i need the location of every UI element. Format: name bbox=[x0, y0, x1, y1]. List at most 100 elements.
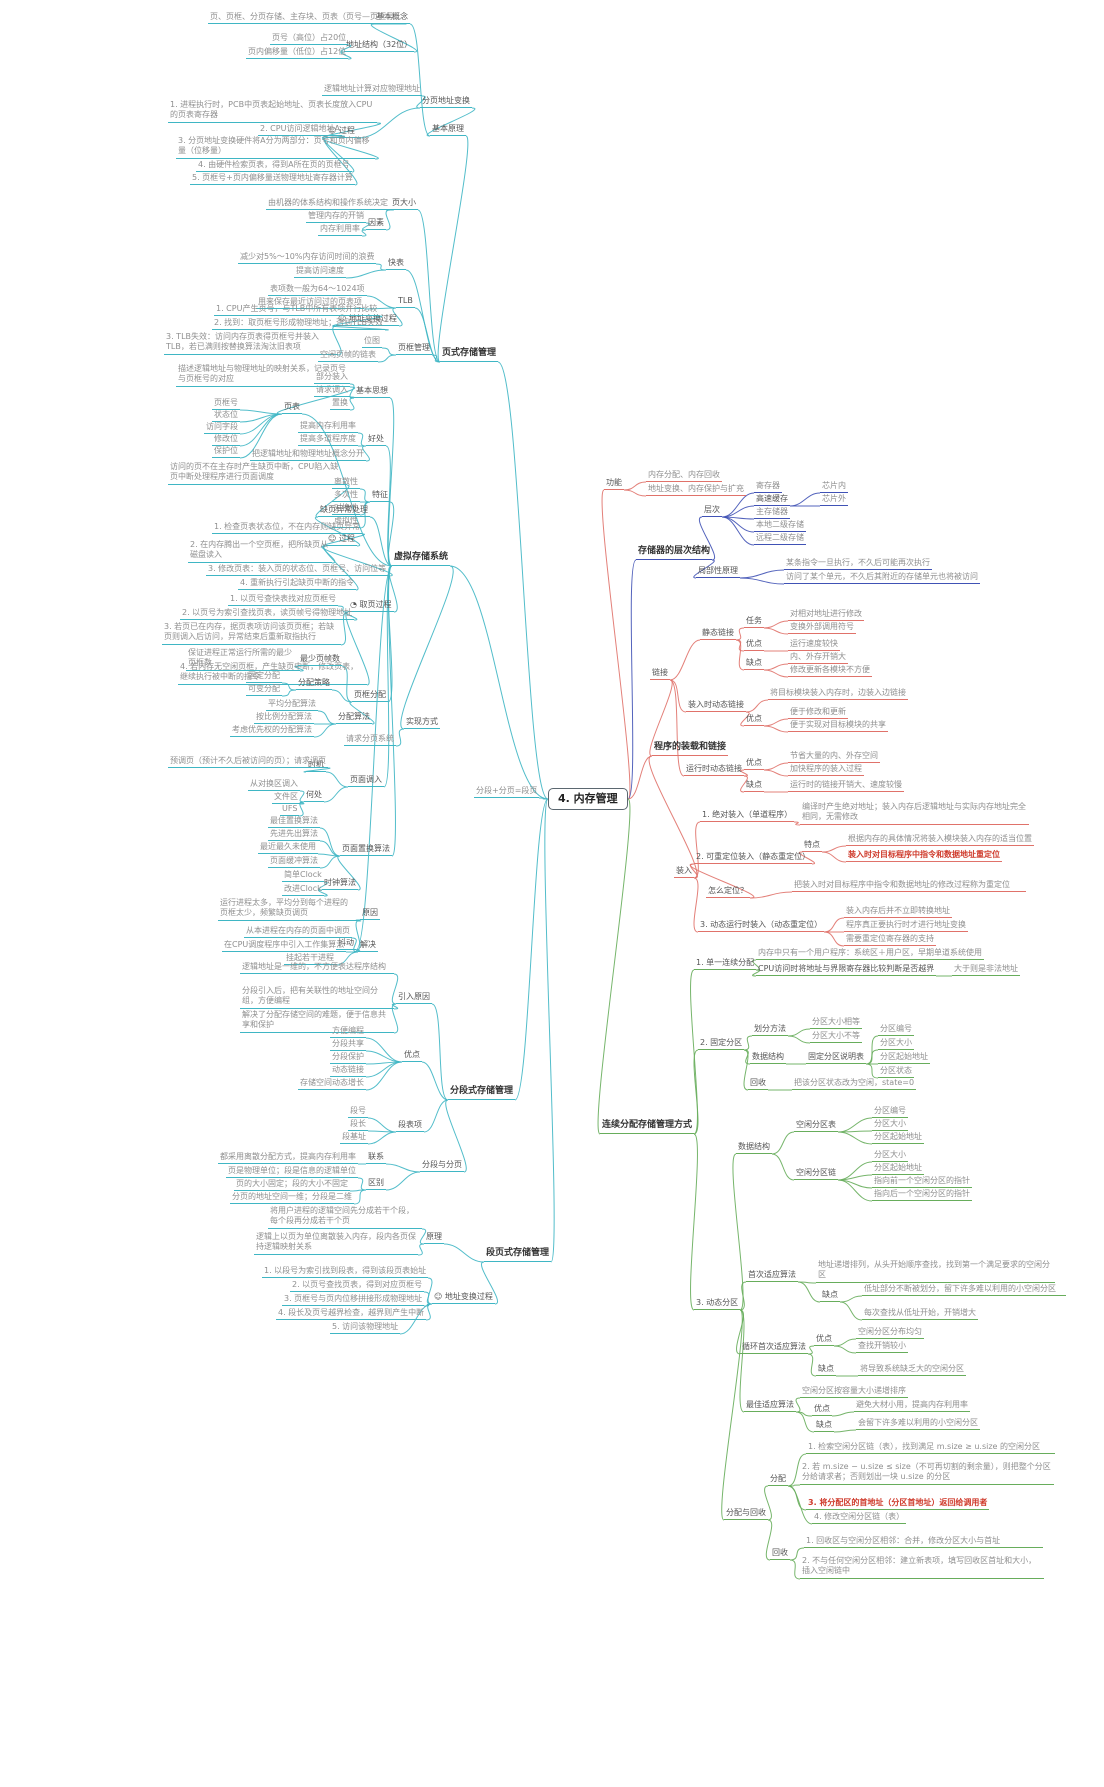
mindmap-node[interactable]: 修改更新各模块不方便 bbox=[788, 665, 872, 678]
mindmap-node[interactable]: 1. 检查页表状态位，不在内存则缺页异常 bbox=[212, 522, 363, 535]
mindmap-node[interactable]: 页框号 bbox=[212, 398, 240, 411]
mindmap-node[interactable]: 特征 bbox=[370, 490, 390, 503]
mindmap-node[interactable]: 缺点 bbox=[744, 658, 764, 671]
mindmap-node[interactable]: 原理 bbox=[424, 1232, 444, 1245]
mindmap-node[interactable]: 页号（高位）占20位 bbox=[270, 33, 349, 46]
mindmap-node[interactable]: 特点 bbox=[802, 840, 822, 853]
mindmap-node[interactable]: 空闲分区分布均匀 bbox=[856, 1327, 924, 1340]
mindmap-node[interactable]: 页的大小固定；段的大小不固定 bbox=[234, 1179, 350, 1192]
mindmap-node[interactable]: UFS bbox=[280, 804, 300, 817]
mindmap-node[interactable]: 最佳适应算法 bbox=[744, 1400, 796, 1413]
mindmap-node[interactable]: 远程二级存储 bbox=[754, 533, 806, 546]
mindmap-node[interactable]: 何处 bbox=[304, 790, 324, 803]
mindmap-node[interactable]: 优点 bbox=[744, 758, 764, 771]
mindmap-node[interactable]: 抖动 bbox=[336, 938, 356, 951]
mindmap-node[interactable]: 逻辑上以页为单位离散装入内存，段内各页保持逻辑映射关系 bbox=[254, 1232, 418, 1255]
mindmap-node[interactable]: 优点 bbox=[812, 1404, 832, 1417]
mindmap-node[interactable]: ☺ 地址变换过程 bbox=[336, 314, 399, 327]
mindmap-node[interactable]: 保证进程正常运行所需的最少页框数 bbox=[186, 648, 300, 671]
mindmap-node[interactable]: 每次查找从低址开始，开销增大 bbox=[862, 1308, 978, 1321]
mindmap-node[interactable]: 页表 bbox=[282, 402, 302, 415]
mindmap-node[interactable]: 芯片外 bbox=[820, 494, 848, 507]
mindmap-node[interactable]: 3. 页框号与页内位移拼接形成物理地址 bbox=[282, 1294, 425, 1307]
mindmap-node[interactable]: 3. 动态运行时装入（动态重定位） bbox=[698, 920, 825, 933]
mindmap-node[interactable]: 3. 修改页表：装入页的状态位、页框号、访问位等 bbox=[206, 564, 389, 577]
mindmap-node[interactable]: 将目标模块装入内存时，边装入边链接 bbox=[768, 688, 908, 701]
mindmap-node[interactable]: 段长 bbox=[348, 1119, 368, 1132]
branch-virtual-memory[interactable]: 虚拟存储系统 bbox=[392, 552, 451, 566]
mindmap-node[interactable]: 把装入时对目标程序中指令和数据地址的修改过程称为重定位 bbox=[792, 880, 1026, 893]
mindmap-node[interactable]: 好处 bbox=[366, 434, 386, 447]
mindmap-node[interactable]: 位图 bbox=[362, 336, 382, 349]
mindmap-node[interactable]: 基本思想 bbox=[354, 386, 390, 399]
mindmap-node[interactable]: 层次 bbox=[702, 505, 722, 518]
mindmap-node[interactable]: 区别 bbox=[366, 1178, 386, 1191]
mindmap-node[interactable]: 1. 绝对装入（单道程序） bbox=[700, 810, 795, 823]
mindmap-node[interactable]: 4. 修改空闲分区链（表） bbox=[812, 1512, 907, 1525]
mindmap-node[interactable]: 提高多道程序度 bbox=[298, 434, 358, 447]
mindmap-node[interactable]: 3. 分页地址变换硬件将A分为两部分：页号和页内偏移量（位移量） bbox=[176, 136, 375, 159]
mindmap-node[interactable]: 在CPU调度程序中引入工作集算法 bbox=[222, 940, 347, 953]
mindmap-node[interactable]: 2. 找到：取页框号形成物理地址；否则TLB失效 bbox=[212, 318, 386, 331]
mindmap-node[interactable]: 管理内存的开销 bbox=[306, 211, 366, 224]
mindmap-node[interactable]: 将导致系统缺乏大的空闲分区 bbox=[858, 1364, 966, 1377]
mindmap-node[interactable]: 分区大小 bbox=[878, 1038, 914, 1051]
mindmap-node[interactable]: 快表 bbox=[386, 258, 406, 271]
mindmap-node[interactable]: 节省大量的内、外存空间 bbox=[788, 751, 880, 764]
mindmap-node[interactable]: 运行进程太多，平均分到每个进程的页框太少，频繁缺页调页 bbox=[218, 898, 357, 921]
mindmap-node[interactable]: 3. 将分配区的首地址（分区首地址）返回给调用者 bbox=[806, 1498, 990, 1511]
mindmap-node[interactable]: 静态链接 bbox=[700, 628, 736, 641]
mindmap-node[interactable]: 离散性 bbox=[332, 477, 360, 490]
branch-functions[interactable]: 功能 bbox=[604, 478, 624, 491]
mindmap-node[interactable]: 访问字段 bbox=[204, 422, 240, 435]
mindmap-node[interactable]: 基本原理 bbox=[430, 124, 466, 137]
mindmap-node[interactable]: 逻辑地址是一维的，不方便表达程序结构 bbox=[240, 962, 394, 975]
mindmap-node[interactable]: 加快程序的装入过程 bbox=[788, 764, 864, 777]
mindmap-node[interactable]: 分区大小 bbox=[872, 1119, 908, 1132]
mindmap-node[interactable]: 内存中只有一个用户程序：系统区＋用户区，早期单道系统使用 bbox=[756, 948, 984, 961]
mindmap-node[interactable]: 4. 由硬件检索页表，得到A所在页的页框号 bbox=[196, 160, 352, 173]
mindmap-node[interactable]: 引入原因 bbox=[396, 992, 432, 1005]
mindmap-node[interactable]: 本地二级存储 bbox=[754, 520, 806, 533]
mindmap-node[interactable]: 怎么定位？ bbox=[706, 886, 750, 899]
mindmap-node[interactable]: 分配与回收 bbox=[724, 1508, 768, 1521]
mindmap-node[interactable]: 对换性 bbox=[332, 503, 360, 516]
mindmap-node[interactable]: 段表项 bbox=[396, 1120, 424, 1133]
mindmap-node[interactable]: 划分方法 bbox=[752, 1024, 788, 1037]
mindmap-node[interactable]: 1. 检索空闲分区链（表），找到满足 m.size ≥ u.size 的空闲分区 bbox=[806, 1442, 1055, 1455]
mindmap-node[interactable]: 2. 不与任何空闲分区相邻：建立新表项，填写回收区首址和大小，插入空闲链中 bbox=[800, 1556, 1044, 1579]
mindmap-node[interactable]: 低址部分不断被划分，留下许多难以利用的小空闲分区 bbox=[862, 1284, 1066, 1297]
mindmap-node[interactable]: 把该分区状态改为空闲，state=0 bbox=[792, 1078, 917, 1091]
mindmap-node[interactable]: 需要重定位寄存器的支持 bbox=[844, 934, 936, 947]
mindmap-node[interactable]: 1. 以段号为索引找到段表，得到该段页表始址 bbox=[262, 1266, 429, 1279]
mindmap-node[interactable]: 芯片内 bbox=[820, 481, 848, 494]
branch-segment-paging[interactable]: 段页式存储管理 bbox=[484, 1248, 552, 1262]
mindmap-node[interactable]: 地址变换、内存保护与扩充 bbox=[646, 484, 746, 497]
mindmap-node[interactable]: 首次适应算法 bbox=[746, 1270, 798, 1283]
mindmap-node[interactable]: 缺点 bbox=[816, 1364, 836, 1377]
mindmap-node[interactable]: 将用户进程的逻辑空间先分成若干个段，每个段再分成若干个页 bbox=[268, 1206, 422, 1229]
mindmap-node[interactable]: 装入 bbox=[674, 866, 694, 879]
mindmap-node[interactable]: 页、页框、分页存储、主存块、页表（页号—页框号） bbox=[208, 12, 404, 25]
mindmap-node[interactable]: 链接 bbox=[650, 668, 670, 681]
mindmap-node[interactable]: CPU访问时将地址与界限寄存器比较判断是否越界 bbox=[756, 964, 937, 977]
mindmap-node[interactable]: 分段引入后，把有关联性的地址空间分组，方便编程 bbox=[240, 986, 394, 1009]
mindmap-node[interactable]: 访问了某个单元，不久后其附近的存储单元也将被访问 bbox=[784, 572, 980, 585]
mindmap-node[interactable]: 运行时动态链接 bbox=[684, 764, 744, 777]
mindmap-node[interactable]: 优点 bbox=[744, 714, 764, 727]
mindmap-node[interactable]: 数据结构 bbox=[736, 1142, 772, 1155]
mindmap-node[interactable]: 优点 bbox=[744, 639, 764, 652]
mindmap-node[interactable]: 查找开销较小 bbox=[856, 1341, 908, 1354]
mindmap-node[interactable]: ☺ 过程 bbox=[326, 126, 357, 139]
mindmap-node[interactable]: 高速缓存 bbox=[754, 494, 790, 507]
mindmap-node[interactable]: 挂起若干进程 bbox=[284, 953, 336, 966]
mindmap-node[interactable]: 动态链接 bbox=[330, 1065, 366, 1078]
mindmap-node[interactable]: 多次性 bbox=[332, 490, 360, 503]
mindmap-node[interactable]: 1. 以页号查快表找对应页框号 bbox=[228, 594, 339, 607]
mindmap-node[interactable]: 分区状态 bbox=[878, 1066, 914, 1079]
mindmap-node[interactable]: 编译时产生绝对地址；装入内存后逻辑地址与实际内存地址完全相同，无需修改 bbox=[800, 802, 1029, 825]
mindmap-node[interactable]: 分段共享 bbox=[330, 1039, 366, 1052]
mindmap-node[interactable]: 任务 bbox=[744, 616, 764, 629]
mindmap-node[interactable]: 按比例分配算法 bbox=[254, 712, 314, 725]
mindmap-node[interactable]: 5. 页框号+页内偏移量送物理地址寄存器计算 bbox=[190, 173, 355, 186]
